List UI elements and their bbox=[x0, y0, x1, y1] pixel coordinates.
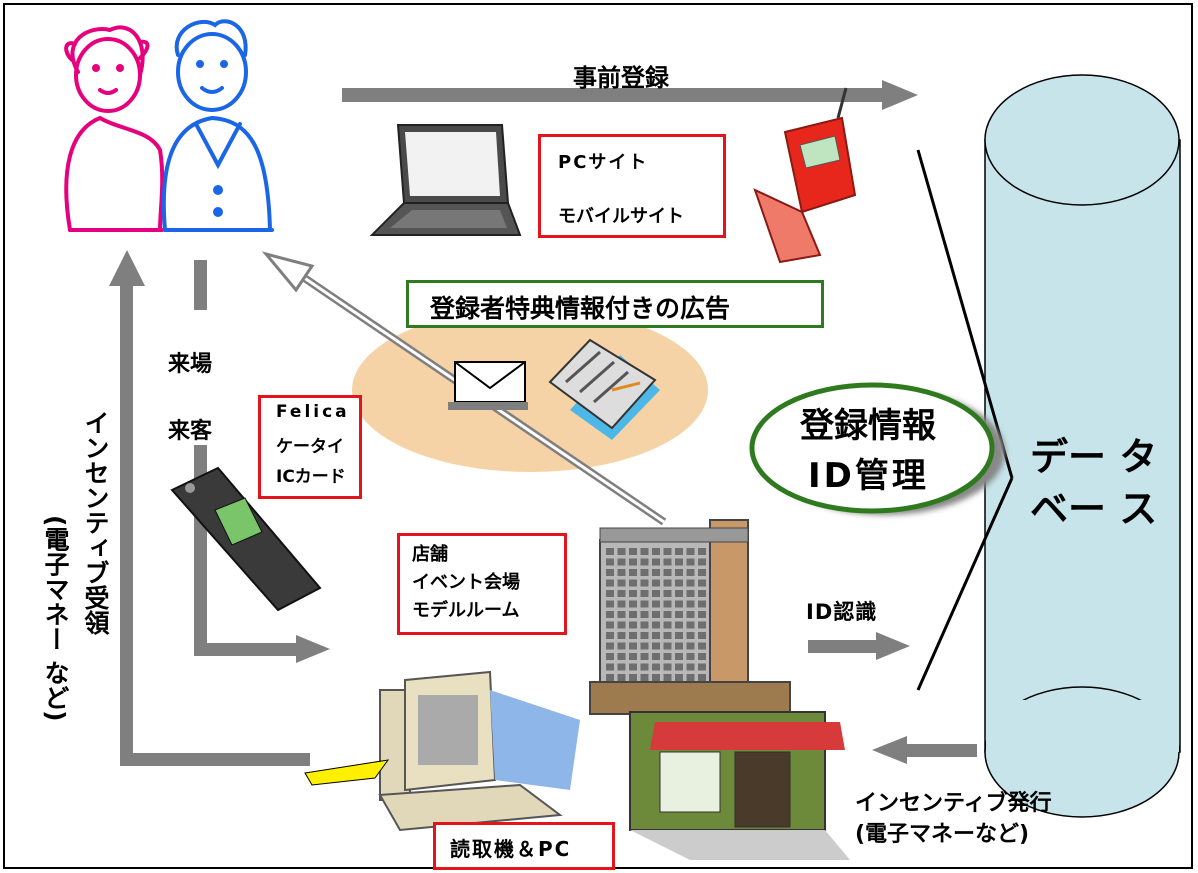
felica-phone-icon bbox=[170, 466, 322, 612]
felica-label: Felica bbox=[276, 402, 350, 422]
laptop-icon bbox=[369, 124, 522, 236]
id-recognition-arrow bbox=[808, 632, 910, 660]
database-label-line1: デー タ bbox=[1030, 435, 1158, 479]
database-label-line2: ベー ス bbox=[1030, 487, 1158, 531]
registration-info-label: 登録情報 bbox=[800, 406, 936, 446]
db-connector-bottom bbox=[916, 477, 1014, 691]
pre-registration-arrow bbox=[342, 80, 918, 110]
site-box bbox=[538, 134, 726, 238]
envelope-icon bbox=[448, 361, 528, 410]
store-label: 店舗 bbox=[412, 544, 448, 565]
id-recognition-label: ID認識 bbox=[806, 600, 878, 624]
pc-reader-icon bbox=[304, 670, 580, 832]
pc-site-label: PCサイト bbox=[558, 152, 649, 173]
newspaper-icon bbox=[548, 338, 660, 440]
incentive-receive-arrow bbox=[109, 250, 310, 766]
incentive-issue-note: (電子マネーなど) bbox=[855, 822, 1030, 847]
shop-icon bbox=[629, 711, 850, 860]
pre-registration-label: 事前登録 bbox=[573, 64, 669, 92]
incentive-issue-label: インセンティブ発行 bbox=[855, 791, 1052, 816]
mobile-phone-icon bbox=[753, 87, 857, 264]
incentive-issue-arrow bbox=[872, 736, 977, 764]
incentive-receive-label: インセンティブ受領 bbox=[81, 410, 110, 635]
ad-label: 登録者特典情報付きの広告 bbox=[430, 294, 731, 323]
felica-box bbox=[258, 395, 362, 499]
visit-label: 来場 bbox=[168, 352, 213, 377]
ic-card-label: ICカード bbox=[276, 467, 346, 487]
mobile-site-label: モバイルサイト bbox=[558, 206, 684, 227]
model-room-label: モデルルーム bbox=[412, 600, 520, 621]
incentive-receive-note: (電子マネー など) bbox=[41, 515, 70, 722]
venue-box bbox=[397, 533, 567, 635]
id-management-label: ID管理 bbox=[808, 456, 929, 496]
reader-box bbox=[433, 822, 615, 870]
db-connector-top bbox=[916, 149, 1014, 479]
man-icon bbox=[161, 19, 274, 232]
reader-pc-label: 読取機＆PC bbox=[450, 837, 572, 861]
customer-label: 来客 bbox=[168, 419, 213, 444]
ad-box bbox=[406, 280, 824, 328]
event-venue-label: イベント会場 bbox=[412, 572, 520, 593]
database-cylinder bbox=[984, 74, 1181, 818]
mobile-phone-label: ケータイ bbox=[276, 437, 344, 457]
registration-info-ellipse bbox=[749, 382, 995, 514]
building-icon bbox=[589, 519, 791, 715]
woman-icon bbox=[64, 25, 165, 232]
